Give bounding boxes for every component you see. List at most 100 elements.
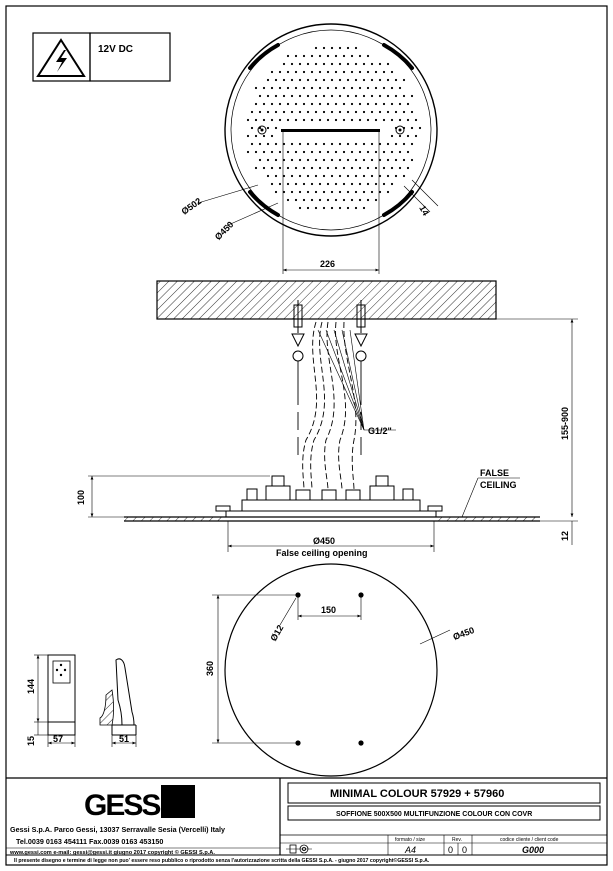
nozzle-dot bbox=[302, 54, 306, 58]
nozzle-dot bbox=[318, 198, 322, 202]
nozzle-dot bbox=[406, 102, 410, 106]
nozzle-dot bbox=[310, 70, 314, 74]
nozzle-dot bbox=[358, 118, 362, 122]
nozzle-dot bbox=[306, 206, 310, 210]
nozzle-dot bbox=[382, 118, 386, 122]
nozzle-dot bbox=[362, 174, 366, 178]
nozzle-dot bbox=[294, 150, 298, 154]
nozzle-grid bbox=[246, 46, 422, 210]
nozzle-dot bbox=[406, 166, 410, 170]
nozzle-dot bbox=[266, 158, 270, 162]
nozzle-dot bbox=[366, 118, 370, 122]
nozzle-dot bbox=[278, 118, 282, 122]
dim-dia-450-opening: Ø450 bbox=[313, 536, 335, 546]
nozzle-dot bbox=[358, 150, 362, 154]
nozzle-dot bbox=[294, 86, 298, 90]
nozzle-dot bbox=[342, 86, 346, 90]
nozzle-dot bbox=[330, 158, 334, 162]
nozzle-dot bbox=[314, 110, 318, 114]
nozzle-dot bbox=[326, 198, 330, 202]
nozzle-dot bbox=[370, 174, 374, 178]
nozzle-dot bbox=[342, 198, 346, 202]
nozzle-dot bbox=[290, 78, 294, 82]
nozzle-dot bbox=[394, 158, 398, 162]
company-address: Gessi S.p.A. Parco Gessi, 13037 Serraval… bbox=[10, 825, 225, 834]
nozzle-dot bbox=[274, 78, 278, 82]
nozzle-dot bbox=[386, 78, 390, 82]
nozzle-dot bbox=[294, 166, 298, 170]
nozzle-dot bbox=[302, 166, 306, 170]
nozzle-dot bbox=[362, 142, 366, 146]
nozzle-dot bbox=[374, 102, 378, 106]
nozzle-dot bbox=[330, 174, 334, 178]
nozzle-dot bbox=[274, 110, 278, 114]
nozzle-dot bbox=[378, 62, 382, 66]
nozzle-dot bbox=[402, 142, 406, 146]
nozzle-dot bbox=[326, 102, 330, 106]
nozzle-dot bbox=[390, 166, 394, 170]
nozzle-dot bbox=[378, 94, 382, 98]
nozzle-dot bbox=[322, 78, 326, 82]
nozzle-dot bbox=[302, 102, 306, 106]
nozzle-dot bbox=[346, 142, 350, 146]
nozzle-dot bbox=[414, 118, 418, 122]
nozzle-dot bbox=[346, 190, 350, 194]
nozzle-dot bbox=[402, 158, 406, 162]
mounting-hole bbox=[295, 592, 364, 746]
nozzle-dot bbox=[398, 86, 402, 90]
nozzle-dot bbox=[382, 182, 386, 186]
nozzle-dot bbox=[350, 70, 354, 74]
nozzle-dot bbox=[258, 158, 262, 162]
nozzle-dot bbox=[342, 70, 346, 74]
nozzle-dot bbox=[298, 110, 302, 114]
nozzle-dot bbox=[282, 110, 286, 114]
nozzle-dot bbox=[314, 94, 318, 98]
nozzle-dot bbox=[358, 86, 362, 90]
nozzle-dot bbox=[346, 62, 350, 66]
thread-leader bbox=[317, 329, 396, 431]
nozzle-dot bbox=[322, 174, 326, 178]
nozzle-dot bbox=[386, 110, 390, 114]
nozzle-dot bbox=[322, 206, 326, 210]
false-ceiling-label-1: FALSE bbox=[480, 468, 509, 478]
nozzle-dot bbox=[314, 174, 318, 178]
nozzle-dot bbox=[302, 118, 306, 122]
nozzle-dot bbox=[318, 118, 322, 122]
nozzle-dot bbox=[338, 174, 342, 178]
nozzle-dot bbox=[310, 166, 314, 170]
voltage-label: 12V DC bbox=[98, 44, 133, 55]
nozzle-dot bbox=[338, 78, 342, 82]
rev-header: Rev. bbox=[452, 837, 462, 843]
nozzle-dot bbox=[350, 118, 354, 122]
nozzle-dot bbox=[254, 150, 258, 154]
nozzle-dot bbox=[334, 70, 338, 74]
nozzle-dot bbox=[270, 150, 274, 154]
product-subtitle: SOFFIONE 500X500 MULTIFUNZIONE COLOUR CO… bbox=[336, 811, 532, 818]
nozzle-dot bbox=[306, 142, 310, 146]
nozzle-dot bbox=[394, 142, 398, 146]
nozzle-dot bbox=[282, 190, 286, 194]
nozzle-dot bbox=[282, 62, 286, 66]
nozzle-dot bbox=[318, 54, 322, 58]
nozzle-dot bbox=[410, 158, 414, 162]
warning-box: 12V DC bbox=[32, 32, 171, 82]
nozzle-dot bbox=[366, 86, 370, 90]
nozzle-dot bbox=[322, 62, 326, 66]
anchor-right bbox=[354, 300, 368, 455]
nozzle-dot bbox=[354, 174, 358, 178]
dim-226: 226 bbox=[320, 259, 335, 269]
nozzle-dot bbox=[406, 134, 410, 138]
nozzle-dot bbox=[258, 142, 262, 146]
nozzle-dot bbox=[334, 86, 338, 90]
nozzle-dot bbox=[334, 150, 338, 154]
nozzle-dot bbox=[382, 102, 386, 106]
nozzle-dot bbox=[370, 94, 374, 98]
web-line: www.gessi.com e-mail: gessi@gessi.it giu… bbox=[9, 849, 215, 856]
nozzle-dot bbox=[294, 118, 298, 122]
thread-label: G1/2" bbox=[368, 426, 392, 436]
nozzle-dot bbox=[326, 166, 330, 170]
nozzle-dot bbox=[266, 78, 270, 82]
dim-dia-502: Ø502 bbox=[180, 196, 204, 217]
nozzle-dot bbox=[314, 190, 318, 194]
nozzle-dot bbox=[298, 190, 302, 194]
